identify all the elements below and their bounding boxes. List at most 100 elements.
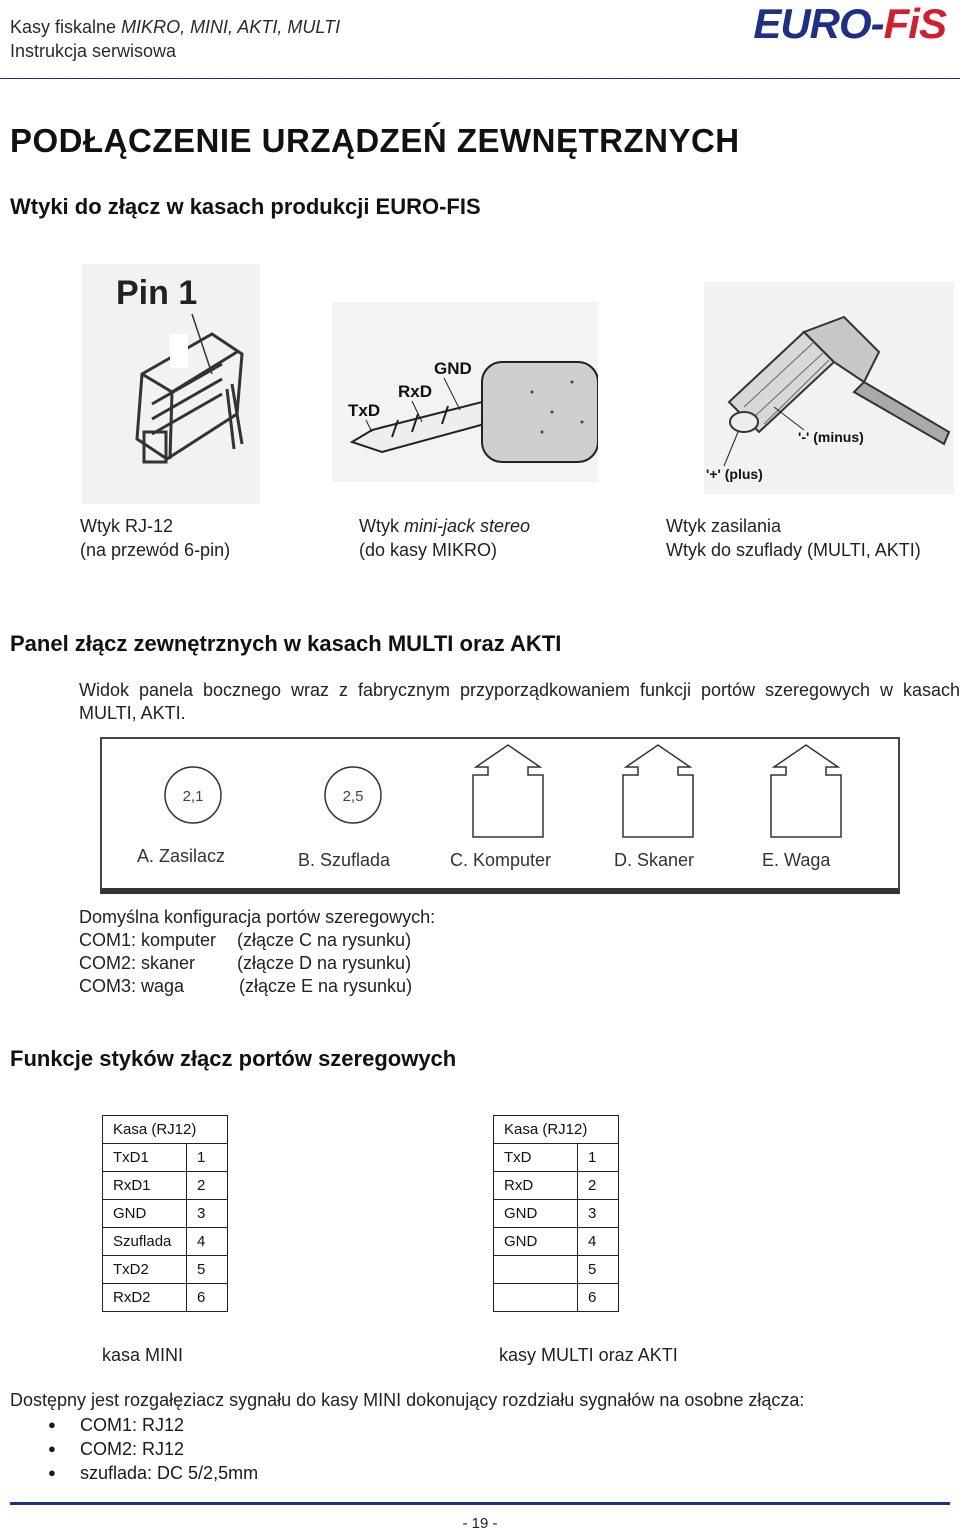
signal-cell: RxD	[493, 1171, 578, 1200]
default-config-heading: Domyślna konfiguracja portów szeregowych…	[79, 907, 436, 927]
pin-cell: 4	[577, 1227, 619, 1256]
pin-cell: 2	[186, 1171, 228, 1200]
signal-cell: GND	[493, 1199, 578, 1228]
power-label-minus: '-' (minus)	[798, 429, 864, 445]
config-desc: (złącze C na rysunku)	[237, 930, 412, 950]
rj12-socket-d	[622, 744, 694, 838]
splitter-list: COM1: RJ12 COM2: RJ12 szuflada: DC 5/2,5…	[10, 1413, 258, 1485]
signal-cell: RxD1	[102, 1171, 187, 1200]
config-desc: (złącze E na rysunku)	[239, 976, 413, 996]
caption-minijack-italic: mini-jack stereo	[404, 516, 531, 536]
config-desc: (złącze D na rysunku)	[237, 953, 412, 973]
panel-label-e: E. Waga	[762, 850, 831, 870]
section-heading-panel: Panel złącz zewnętrznych w kasach MULTI …	[10, 631, 562, 656]
pin-cell: 1	[186, 1143, 228, 1172]
table-header: Kasa (RJ12)	[102, 1115, 228, 1144]
power-label-plus: '+' (plus)	[706, 466, 763, 482]
caption-rj12-line2: (na przewód 6-pin)	[80, 540, 231, 560]
list-item: COM1: RJ12	[10, 1413, 258, 1437]
signal-cell: GND	[493, 1227, 578, 1256]
jack-label-rxd: RxD	[398, 382, 432, 401]
table-caption-multi: kasy MULTI oraz AKTI	[499, 1345, 678, 1365]
splitter-text: Dostępny jest rozgałęziacz sygnału do ka…	[10, 1390, 805, 1410]
page-title: PODŁĄCZENIE URZĄDZEŃ ZEWNĘTRZNYCH	[10, 122, 740, 159]
default-config: Domyślna konfiguracja portów szeregowych…	[79, 906, 435, 998]
pin-cell: 5	[577, 1255, 619, 1284]
caption-minijack-line1: Wtyk mini-jack stereo	[359, 514, 530, 538]
config-row-com2: COM2: skaner(złącze D na rysunku)	[79, 952, 435, 975]
dc-socket-b	[324, 766, 382, 824]
table-row: 6	[493, 1283, 619, 1312]
panel-label-b: B. Szuflada	[298, 850, 391, 870]
pin-cell: 2	[577, 1171, 619, 1200]
header-title: Kasy fiskalne MIKRO, MINI, AKTI, MULTI	[10, 17, 340, 38]
page-number: - 19 -	[462, 1515, 498, 1532]
list-item: szuflada: DC 5/2,5mm	[10, 1461, 258, 1485]
header-rule	[0, 78, 960, 79]
rj12-socket-c	[472, 744, 544, 838]
caption-power: Wtyk zasilania Wtyk do szuflady (MULTI, …	[666, 514, 921, 562]
config-row-com1: COM1: komputer (złącze C na rysunku)	[79, 929, 435, 952]
logo-text-right: FiS	[883, 0, 947, 47]
pin-cell: 4	[186, 1227, 228, 1256]
config-port: COM3: waga	[79, 976, 185, 996]
pin-cell: 1	[577, 1143, 619, 1172]
euro-fis-logo: EURO-FiS	[753, 0, 947, 48]
table-row: 5	[493, 1255, 619, 1284]
signal-cell: TxD	[493, 1143, 578, 1172]
caption-minijack: Wtyk mini-jack stereo (do kasy MIKRO)	[359, 514, 530, 562]
panel-label-a: A. Zasilacz	[137, 846, 226, 866]
pin-cell: 5	[186, 1255, 228, 1284]
table-header-row: Kasa (RJ12)	[493, 1115, 619, 1144]
signal-cell	[493, 1283, 578, 1312]
config-row-com3: COM3: waga (złącze E na rysunku)	[79, 975, 435, 998]
caption-power-line1: Wtyk zasilania	[666, 516, 782, 536]
connector-panel-drawing: 2,1 2,5	[164, 744, 842, 838]
jack-label-gnd: GND	[434, 359, 472, 378]
header-title-prefix: Kasy fiskalne	[10, 17, 122, 37]
header-subtitle: Instrukcja serwisowa	[10, 41, 177, 61]
caption-power-line2: Wtyk do szuflady (MULTI, AKTI)	[666, 540, 921, 560]
config-port: COM1: komputer	[79, 930, 217, 950]
caption-minijack-line2: (do kasy MIKRO)	[359, 540, 498, 560]
panel-label-d: D. Skaner	[614, 850, 695, 870]
pin1-label: Pin 1	[116, 274, 197, 312]
signal-cell: TxD2	[102, 1255, 187, 1284]
rj12-socket-e	[770, 744, 842, 838]
mini-jack-image: GND RxD TxD	[332, 302, 598, 482]
header-title-models: MIKRO, MINI, AKTI, MULTI	[121, 17, 341, 37]
connector-panel	[100, 737, 900, 894]
panel-description: Widok panela bocznego wraz z fabrycznym …	[79, 680, 960, 723]
socket-b-size: 2,5	[343, 788, 364, 805]
caption-rj12-line1: Wtyk RJ-12	[80, 516, 174, 536]
caption-rj12: Wtyk RJ-12 (na przewód 6-pin)	[80, 514, 230, 562]
section-heading-pinout: Funkcje styków złącz portów szeregowych	[10, 1046, 457, 1071]
logo-text-left: EURO-	[753, 0, 884, 47]
dc-socket-a	[164, 766, 222, 824]
rj12-plug-image: Pin 1	[82, 264, 260, 504]
table-header-row: Kasa (RJ12)	[102, 1115, 228, 1144]
pin-cell: 3	[577, 1199, 619, 1228]
power-plug-image: '-' (minus) '+' (plus)	[704, 282, 954, 494]
jack-label-txd: TxD	[348, 401, 380, 420]
pin-cell: 3	[186, 1199, 228, 1228]
panel-label-c: C. Komputer	[450, 850, 552, 870]
signal-cell: Szuflada	[102, 1227, 187, 1256]
section-heading-plugs: Wtyki do złącz w kasach produkcji EURO-F…	[10, 194, 481, 219]
caption-minijack-prefix: Wtyk	[359, 516, 404, 536]
pin-cell: 6	[577, 1283, 619, 1312]
signal-cell	[493, 1255, 578, 1284]
footer-rule	[10, 1502, 950, 1505]
